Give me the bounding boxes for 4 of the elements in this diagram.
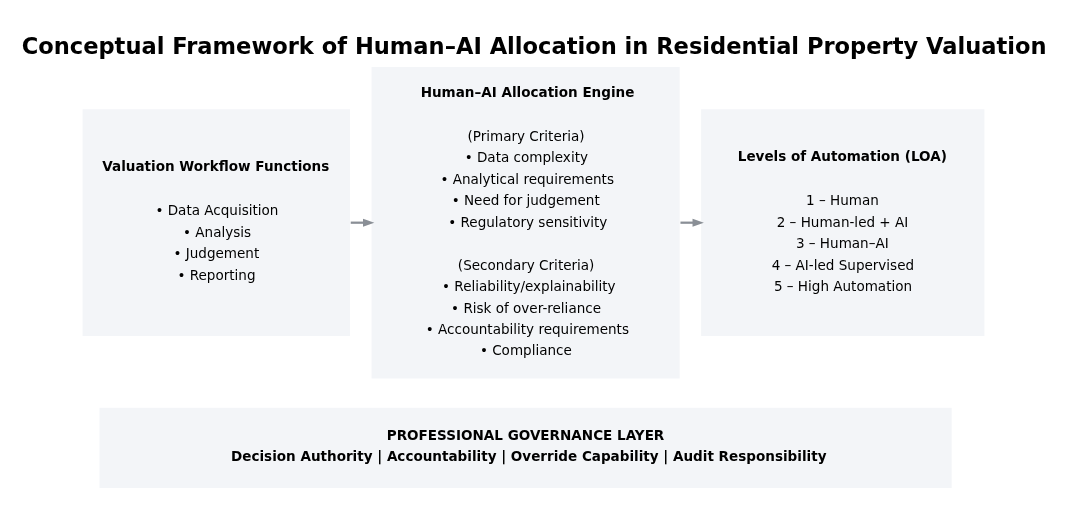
node-box: Levels of Automation (LOA) 1 – Human 2 – Human-led + AI 3 – Human–AI 4 – AI-led Supervised 5 – High Automation (699, 108, 986, 338)
diagram-title: Conceptual Framework of Human–AI Allocation in Residential Property Valuation (21, 32, 1047, 59)
node-box: Valuation Workflow Functions • Data Acquisition • Analysis • Judgement • Reporting (81, 108, 352, 338)
node-box: Human–AI Allocation Engine (Primary Criteria) • Data complexity • Analytical requirements • Need for judgement • Regulatory sensitivity (Secondary Criteria) • Reliability/explainability • Risk of over-reliance • Accountability requirements • Compliance (370, 65, 681, 380)
